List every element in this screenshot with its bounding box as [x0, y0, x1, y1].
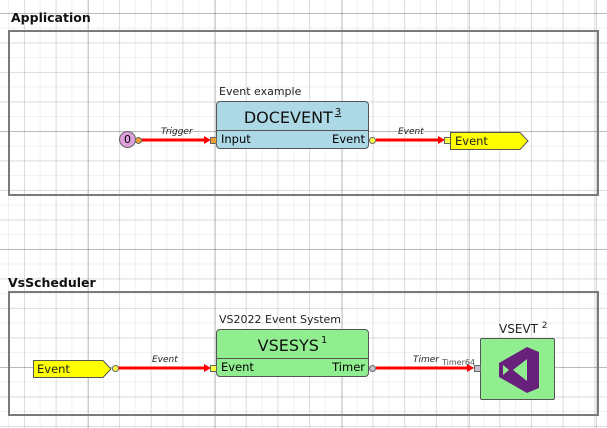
- block-label-docevent: Event example: [219, 85, 302, 98]
- target-port-label-timer64: Timer64: [442, 358, 476, 367]
- input-flag-port[interactable]: [112, 365, 119, 372]
- input-flag-event[interactable]: Event: [37, 362, 70, 376]
- input-port-docevent[interactable]: [210, 137, 217, 144]
- event-output-port-docevent[interactable]: [369, 137, 376, 144]
- output-flag-shape[interactable]: [450, 132, 532, 150]
- vsevt-index: 2: [541, 321, 548, 331]
- constant-node[interactable]: 0: [119, 131, 136, 148]
- block-index: 3: [334, 107, 342, 118]
- group-title-vsscheduler: VsScheduler: [8, 275, 96, 290]
- output-flag-event[interactable]: Event: [455, 134, 488, 148]
- connection-trigger[interactable]: [141, 136, 211, 144]
- port-label-event: Event: [332, 132, 365, 146]
- function-block-vsevt[interactable]: [480, 338, 555, 400]
- port-label-event: Event: [221, 360, 254, 374]
- block-type: DOCEVENT: [243, 108, 333, 127]
- block-label-vsesys: VS2022 Event System: [219, 313, 342, 326]
- constant-output-port[interactable]: [135, 137, 142, 144]
- port-label-timer: Timer: [332, 360, 365, 374]
- connection-label-event-out: Event: [398, 127, 424, 137]
- block-index: 1: [320, 335, 328, 346]
- block-ports: Event Timer: [217, 358, 368, 376]
- block-label-vsevt: VSEVT 2: [499, 321, 548, 336]
- vsevt-name: VSEVT: [499, 322, 538, 336]
- connection-event-out[interactable]: [376, 136, 445, 144]
- input-flag-shape[interactable]: [33, 360, 115, 378]
- connection-event-in[interactable]: [118, 364, 211, 372]
- group-application[interactable]: [8, 30, 599, 196]
- timer-output-port-vsesys[interactable]: [369, 365, 376, 372]
- visual-studio-icon: [499, 347, 539, 393]
- group-vsscheduler[interactable]: [8, 291, 599, 416]
- group-title-application: Application: [11, 10, 91, 25]
- connection-label-event-in: Event: [152, 355, 178, 365]
- block-type: VSESYS: [257, 336, 319, 355]
- event-input-port-vsesys[interactable]: [210, 365, 217, 372]
- block-ports: Input Event: [217, 130, 368, 148]
- connection-label-trigger: Trigger: [161, 127, 193, 137]
- timer64-input-port-vsevt[interactable]: [474, 365, 481, 372]
- connection-label-timer: Timer: [413, 355, 440, 365]
- connection-timer[interactable]: [376, 364, 474, 372]
- port-label-input: Input: [221, 132, 251, 146]
